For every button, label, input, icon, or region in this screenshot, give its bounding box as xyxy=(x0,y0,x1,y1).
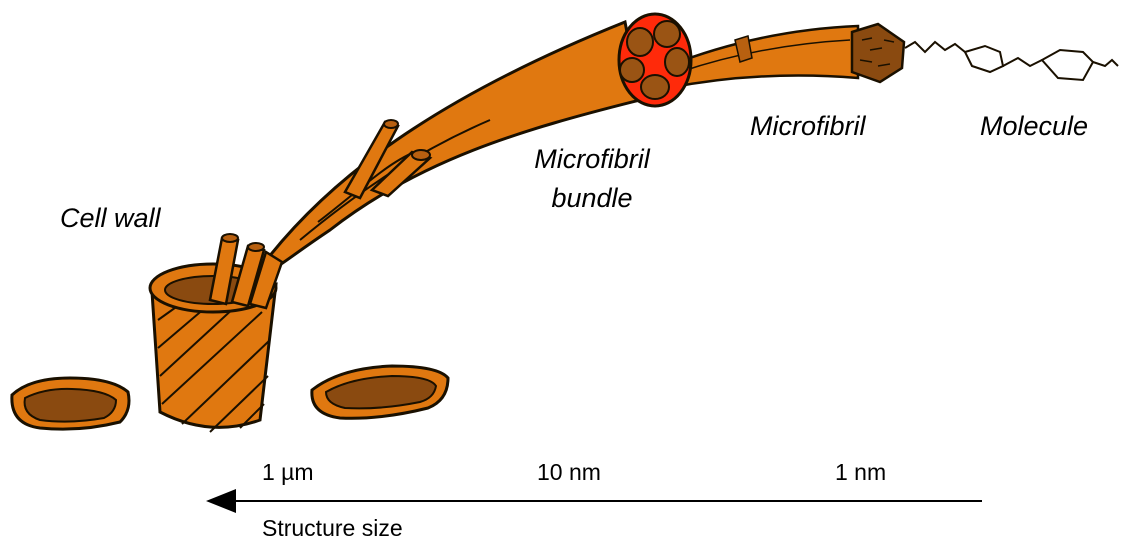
label-microfibril: Microfibril xyxy=(750,110,866,142)
label-microfibril-bundle-line1: Microfibril xyxy=(512,143,672,175)
label-molecule: Molecule xyxy=(980,110,1088,142)
label-cell-wall: Cell wall xyxy=(60,202,161,234)
structure-size-arrow xyxy=(206,489,982,513)
microfibril xyxy=(668,24,904,88)
tick-label-1um: 1 µm xyxy=(262,456,314,488)
tick-label-10nm: 10 nm xyxy=(537,456,601,488)
tick-label-1nm: 1 nm xyxy=(835,456,886,488)
cell-wall-cylinder xyxy=(150,234,282,432)
cellulose-molecule xyxy=(905,42,1118,80)
microfibril-bundle-cross-section xyxy=(619,14,691,106)
axis-label-structure-size: Structure size xyxy=(262,512,403,544)
label-microfibril-bundle-line2: bundle xyxy=(512,182,672,214)
plant-cell-left xyxy=(12,378,129,429)
plant-cell-right xyxy=(312,366,448,418)
